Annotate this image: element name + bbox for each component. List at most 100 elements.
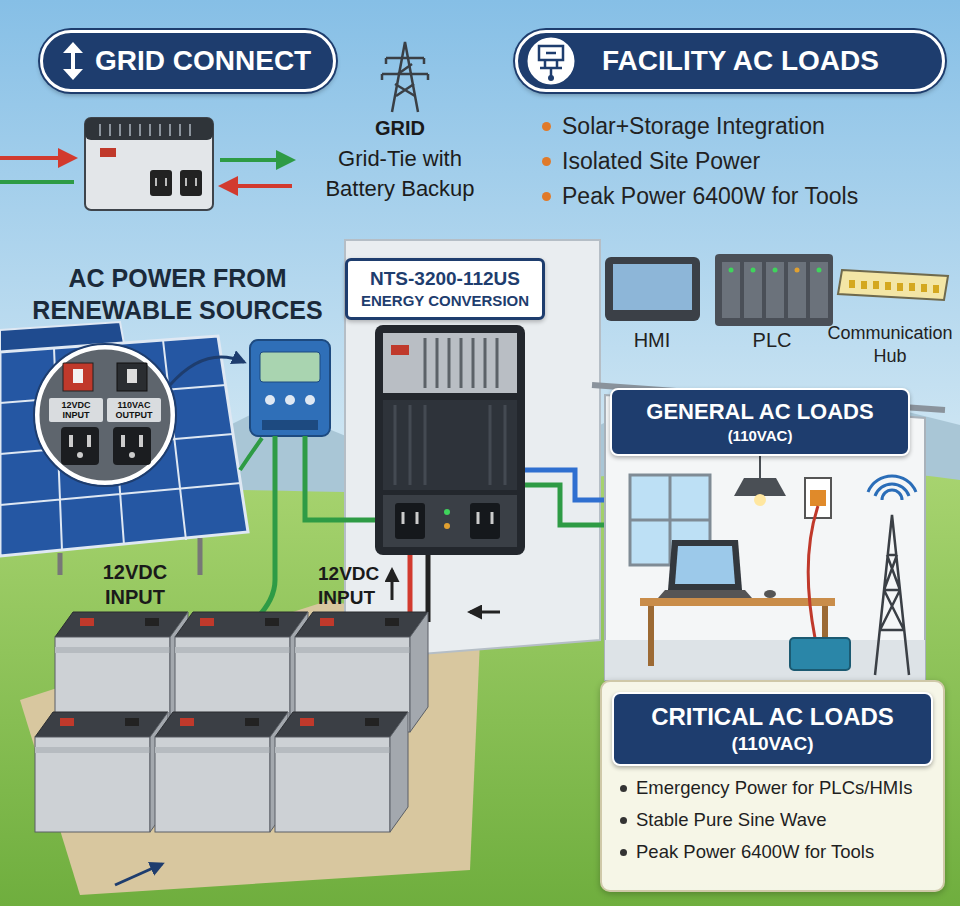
inverter <box>470 503 500 539</box>
inset-illustration <box>77 452 83 458</box>
inset-illustration <box>37 347 173 483</box>
grid-caption: Grid-Tie with Battery Backup <box>310 144 490 204</box>
section-heading: AC POWER FROM RENEWABLE SOURCES <box>15 262 340 326</box>
pylon <box>382 58 428 74</box>
inset-circle: 12VDC INPUT110VAC OUTPUT <box>33 343 177 487</box>
grid-tie-device <box>100 148 116 157</box>
general-loads-band: GENERAL AC LOADS(110VAC) <box>610 388 910 456</box>
grid-tie-device <box>180 170 202 196</box>
facility-room <box>764 590 776 598</box>
inverter <box>383 400 517 490</box>
pylon <box>395 64 415 96</box>
grid-tie-device <box>222 184 292 188</box>
device-label: PLC <box>722 328 822 352</box>
battery-bank <box>275 712 408 832</box>
charge-controller <box>305 395 315 405</box>
control-devices <box>751 268 756 273</box>
facility-room <box>810 490 826 506</box>
control-devices <box>722 262 740 318</box>
pill-icon <box>548 75 554 81</box>
pill-icon <box>59 42 87 80</box>
wiring <box>255 436 275 620</box>
pylon <box>392 42 418 112</box>
facility-room <box>648 606 654 666</box>
bullet-item: Isolated Site Power <box>540 147 760 175</box>
battery-bank <box>35 712 168 832</box>
flow-arrows <box>470 611 500 614</box>
charge-controller <box>285 395 295 405</box>
flow-arrows <box>115 864 162 885</box>
grid-tie-device <box>156 178 196 186</box>
wire-label: 12VDC INPUT <box>318 562 388 610</box>
facility-room <box>790 638 850 670</box>
pill-title: FACILITY AC LOADS <box>602 44 879 78</box>
charge-controller <box>240 438 262 470</box>
flow-arrows <box>115 570 500 885</box>
facility-room <box>868 476 916 500</box>
inverter <box>444 523 450 529</box>
model-tag: NTS-3200-112USENERGY CONVERSION <box>345 258 545 320</box>
battery-bank <box>35 612 428 832</box>
wire-label: 12VDC INPUT <box>85 560 185 610</box>
terminal-tag: 12VDC INPUT <box>49 398 103 422</box>
pill-icon <box>59 42 87 80</box>
inset-illustration <box>34 344 176 486</box>
terminal-tag: 110VAC OUTPUT <box>107 398 161 422</box>
solar-array <box>0 322 248 575</box>
model-name: NTS-3200-112US <box>360 267 530 291</box>
control-devices <box>817 268 822 273</box>
bullet-item: Peak Power 6400W for Tools <box>618 840 933 864</box>
facility-loads-pill: FACILITY AC LOADS <box>515 30 945 92</box>
inverter <box>425 338 497 388</box>
control-devices <box>788 262 806 318</box>
control-devices <box>810 262 828 318</box>
bullet-item: Peak Power 6400W for Tools <box>540 182 858 210</box>
charge-controller <box>260 352 320 382</box>
facility-room <box>640 598 835 606</box>
device-label: HMI <box>602 328 702 352</box>
control-devices <box>605 257 700 321</box>
band-subtitle: (110VAC) <box>622 426 898 446</box>
inset-illustration <box>73 369 83 383</box>
inverter <box>383 333 517 393</box>
pill-icon <box>71 50 75 72</box>
control-devices <box>744 262 762 318</box>
facility-room <box>805 478 831 518</box>
pylon <box>382 42 428 112</box>
facility-room <box>875 515 909 675</box>
band-subtitle: (110VAC) <box>624 732 921 756</box>
charge-controller <box>262 420 318 430</box>
grid-tie-device <box>220 158 292 162</box>
bullet-item: Stable Pure Sine Wave <box>618 808 933 832</box>
solar-array <box>0 336 248 556</box>
pill-icon <box>63 42 83 53</box>
grid-tie-device <box>85 118 213 210</box>
flow-arrows <box>391 570 394 600</box>
inverter <box>444 509 450 515</box>
control-devices <box>838 270 948 300</box>
pill-icon <box>524 34 578 88</box>
pill-title: GRID CONNECT <box>95 44 311 78</box>
bullet-item: Solar+Storage Integration <box>540 112 825 140</box>
grid-tie-device <box>0 156 74 160</box>
bullet-item: Emergency Power for PLCs/HMIs <box>618 776 933 800</box>
facility-room <box>734 478 786 496</box>
pill-icon <box>540 53 562 77</box>
charge-controller <box>170 357 244 385</box>
band-title: CRITICAL AC LOADS <box>624 702 921 732</box>
inset-illustration <box>121 435 125 447</box>
charge-controller <box>250 340 330 436</box>
inverter <box>375 325 525 555</box>
grid-title: GRID <box>330 116 470 140</box>
inverter <box>375 325 525 555</box>
inset-illustration <box>61 427 99 465</box>
wall-board <box>345 240 600 660</box>
inset-illustration <box>69 435 73 447</box>
facility-room <box>658 590 752 598</box>
inset-illustration <box>129 452 135 458</box>
critical-loads-band: CRITICAL AC LOADS(110VAC) <box>612 692 933 766</box>
inset-illustration <box>139 435 143 447</box>
landscape <box>20 600 480 895</box>
inset-illustration <box>117 363 147 391</box>
band-title: GENERAL AC LOADS <box>622 398 898 426</box>
